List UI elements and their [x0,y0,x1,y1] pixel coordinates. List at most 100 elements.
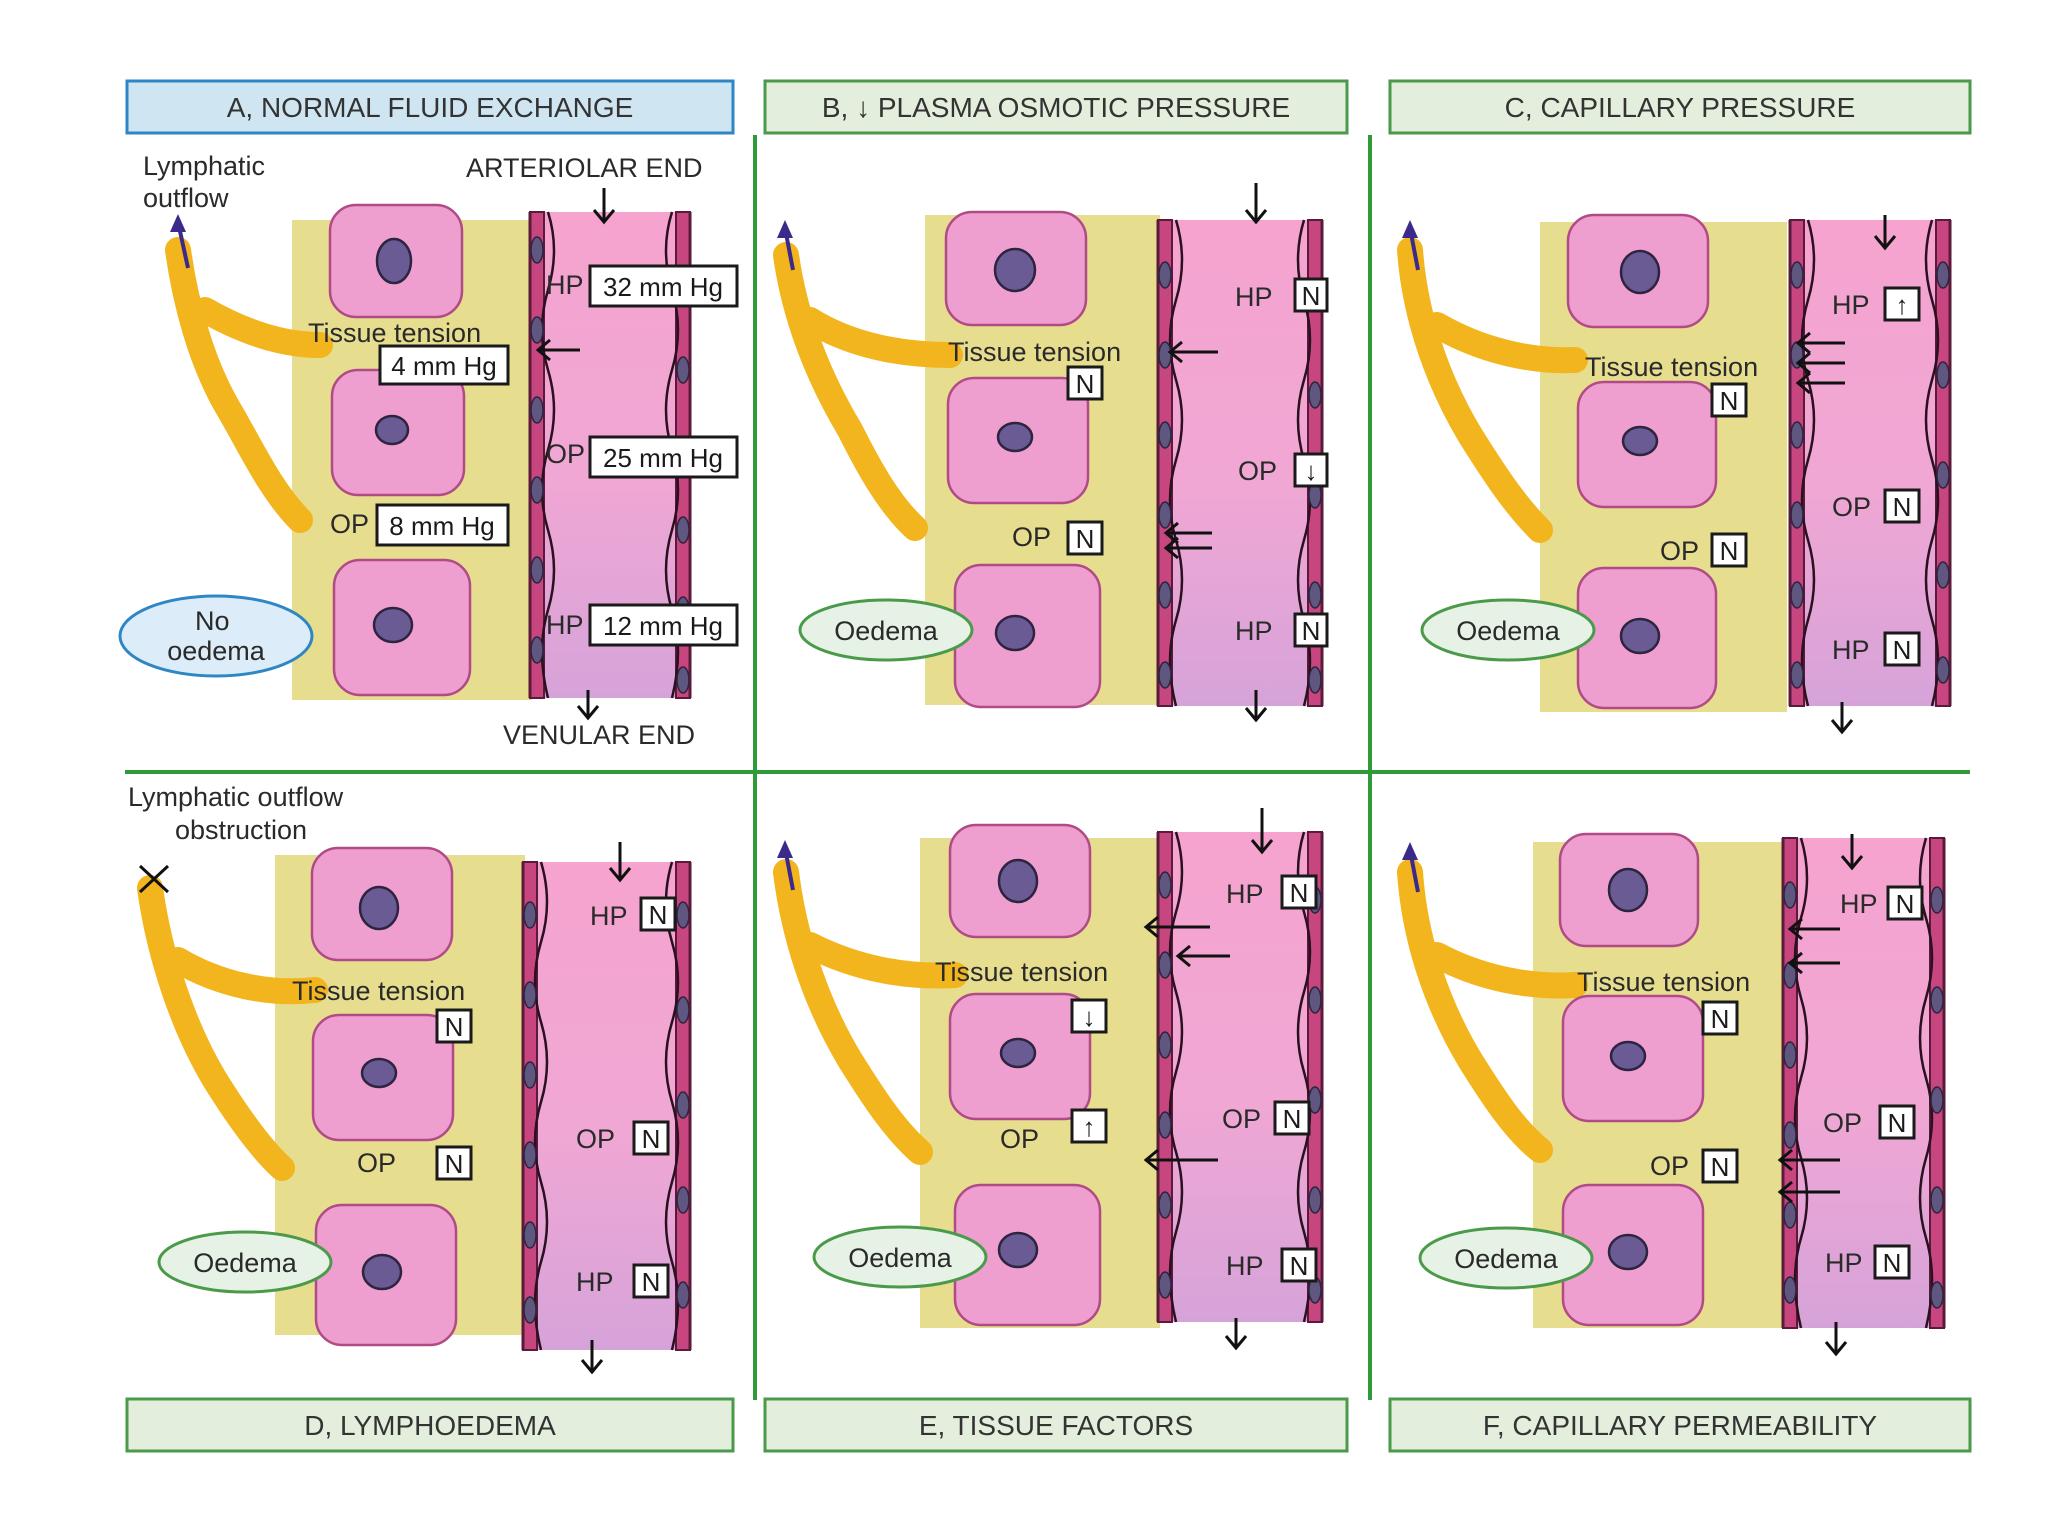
hp-status: ↑ [1896,290,1909,320]
fluid-arrow [1143,1148,1218,1172]
tissue-tension-status-box [1710,382,1748,418]
panel-e-header: E, TISSUE FACTORS [763,1397,1349,1453]
hp-venular-value: 12 mm Hg [603,611,723,641]
op-capillary-status-box [1273,1100,1311,1136]
lymph-flow-arrowhead [777,840,793,858]
panel-b: HP N Tissue tension N OP ↓ OP N HP N Oed… [773,183,1329,723]
tissue-tension-status-box [1066,365,1104,401]
blood-flow-in-arrow [1873,215,1897,251]
hp-venular-tag: HP [1825,1248,1863,1278]
panel-c: HP ↑ Tissue tension N OP N OP N HP N Oed… [1397,213,1952,735]
op-tissue-status-box [435,1145,473,1181]
blood-flow-out-arrow [580,1340,604,1375]
blood-flow-in-arrow [608,842,632,883]
hp-status-box [639,896,677,932]
panel-f: HP N Tissue tension N OP N OP N HP N Oed… [1397,832,1946,1357]
lymphatic-outflow-line2: outflow [143,183,229,213]
hp-venular-status: N [642,1267,661,1297]
tissue-tension-label: Tissue tension [308,318,481,348]
fluid-arrow [535,338,580,362]
hp-venular-status-box [1873,1244,1911,1280]
hp-tag: HP [1840,889,1878,919]
op-capillary-tag: OP [576,1124,615,1154]
cell-nucleus [360,1057,398,1089]
op-tissue-status: N [445,1149,464,1179]
hp-venular-status: N [1302,616,1321,646]
oedema-label: Oedema [834,616,939,646]
hp-tag: HP [546,270,584,300]
hp-venular-value-box [588,603,739,647]
fluid-arrow [1795,351,1845,375]
blood-flow-in-arrow [1840,834,1864,871]
tissue-tension-status: N [1720,386,1739,416]
panel-d: Lymphatic outflow obstruction HP [128,782,692,1375]
svg-text:A, NORMAL FLUID EXCHANGE: A, NORMAL FLUID EXCHANGE [227,92,634,123]
op-capillary-tag: OP [1823,1108,1862,1138]
tissue-tension-label: Tissue tension [935,957,1108,987]
fluid-arrow [1787,917,1840,941]
fluid-arrow [1777,1180,1840,1204]
op-capillary-value-box [588,435,739,479]
op-tissue-status: N [1076,524,1095,554]
hp-venular-tag: HP [1832,635,1870,665]
tissue-tension-label: Tissue tension [1585,352,1758,382]
op-tissue-status: N [1711,1152,1730,1182]
op-tissue-status: ↑ [1083,1112,1096,1142]
fluid-arrow [1175,944,1230,968]
oedema-label: Oedema [193,1248,298,1278]
svg-text:B, ↓ PLASMA OSMOTIC PRESSURE: B, ↓ PLASMA OSMOTIC PRESSURE [822,92,1290,123]
tissue-tension-status-box [1701,1000,1739,1036]
op-tissue-value-box [375,503,510,547]
lymph-flow-arrowhead [1402,842,1418,860]
cell-nucleus [1619,617,1661,655]
fluid-arrow [1795,371,1845,395]
blood-flow-out-arrow [1244,690,1268,723]
hp-status: N [1896,889,1915,919]
lymphatic-branch [797,932,968,989]
capillary-endothelial-nuclei [1783,881,1944,1309]
op-capillary-status: N [1893,492,1912,522]
svg-text:D, LYMPHOEDEMA: D, LYMPHOEDEMA [304,1410,556,1441]
lymphatic-vessel [137,875,295,1181]
oedema-oval [157,1230,333,1294]
oedema-label: Oedema [1454,1244,1559,1274]
op-capillary-tag: OP [1832,492,1871,522]
op-tissue-tag: OP [1012,522,1051,552]
op-capillary-status: ↓ [1305,456,1318,486]
tissue-tension-label: Tissue tension [1577,967,1750,997]
cell-nucleus [361,1253,403,1291]
tissue-tension-status: N [1711,1004,1730,1034]
hp-venular-status-box [1280,1247,1318,1283]
hp-venular-status: N [1290,1251,1309,1281]
tissue-tension-value-box [378,344,510,386]
oedema-label: Oedema [848,1243,953,1273]
cell-nucleus [996,421,1034,453]
svg-text:C, CAPILLARY PRESSURE: C, CAPILLARY PRESSURE [1505,92,1856,123]
lymphatic-branch [192,297,333,358]
op-capillary-value: 25 mm Hg [603,443,723,473]
hp-venular-status-box [1293,612,1329,648]
cell-nucleus [1621,425,1659,457]
arteriolar-end-label: ARTERIOLAR END [466,153,703,183]
venular-end-label: VENULAR END [503,720,695,750]
blood-flow-out-arrow [576,690,600,721]
hp-status-box [1293,277,1329,313]
hp-venular-tag: HP [576,1267,614,1297]
op-capillary-status-box [1883,488,1921,524]
lymphatic-obstruction-line2: obstruction [175,815,307,845]
svg-text:E, TISSUE FACTORS: E, TISSUE FACTORS [919,1410,1193,1441]
hp-tag: HP [1832,290,1870,320]
lymphatic-vessel [773,859,933,1165]
op-capillary-tag: OP [546,439,585,469]
panel-b-header: B, ↓ PLASMA OSMOTIC PRESSURE [763,79,1349,135]
lymphatic-outflow-line1: Lymphatic [143,151,265,181]
no-oedema-oval [118,594,314,678]
lymphatic-vessel [1397,859,1553,1163]
hp-venular-tag: HP [1226,1251,1264,1281]
cell-nucleus [1607,867,1649,913]
hp-venular-tag: HP [546,610,584,640]
blood-flow-in-arrow [1244,183,1268,225]
tissue-tension-label: Tissue tension [948,337,1121,367]
obstruction-cross-icon [138,864,170,894]
op-capillary-status-box [1878,1104,1916,1140]
